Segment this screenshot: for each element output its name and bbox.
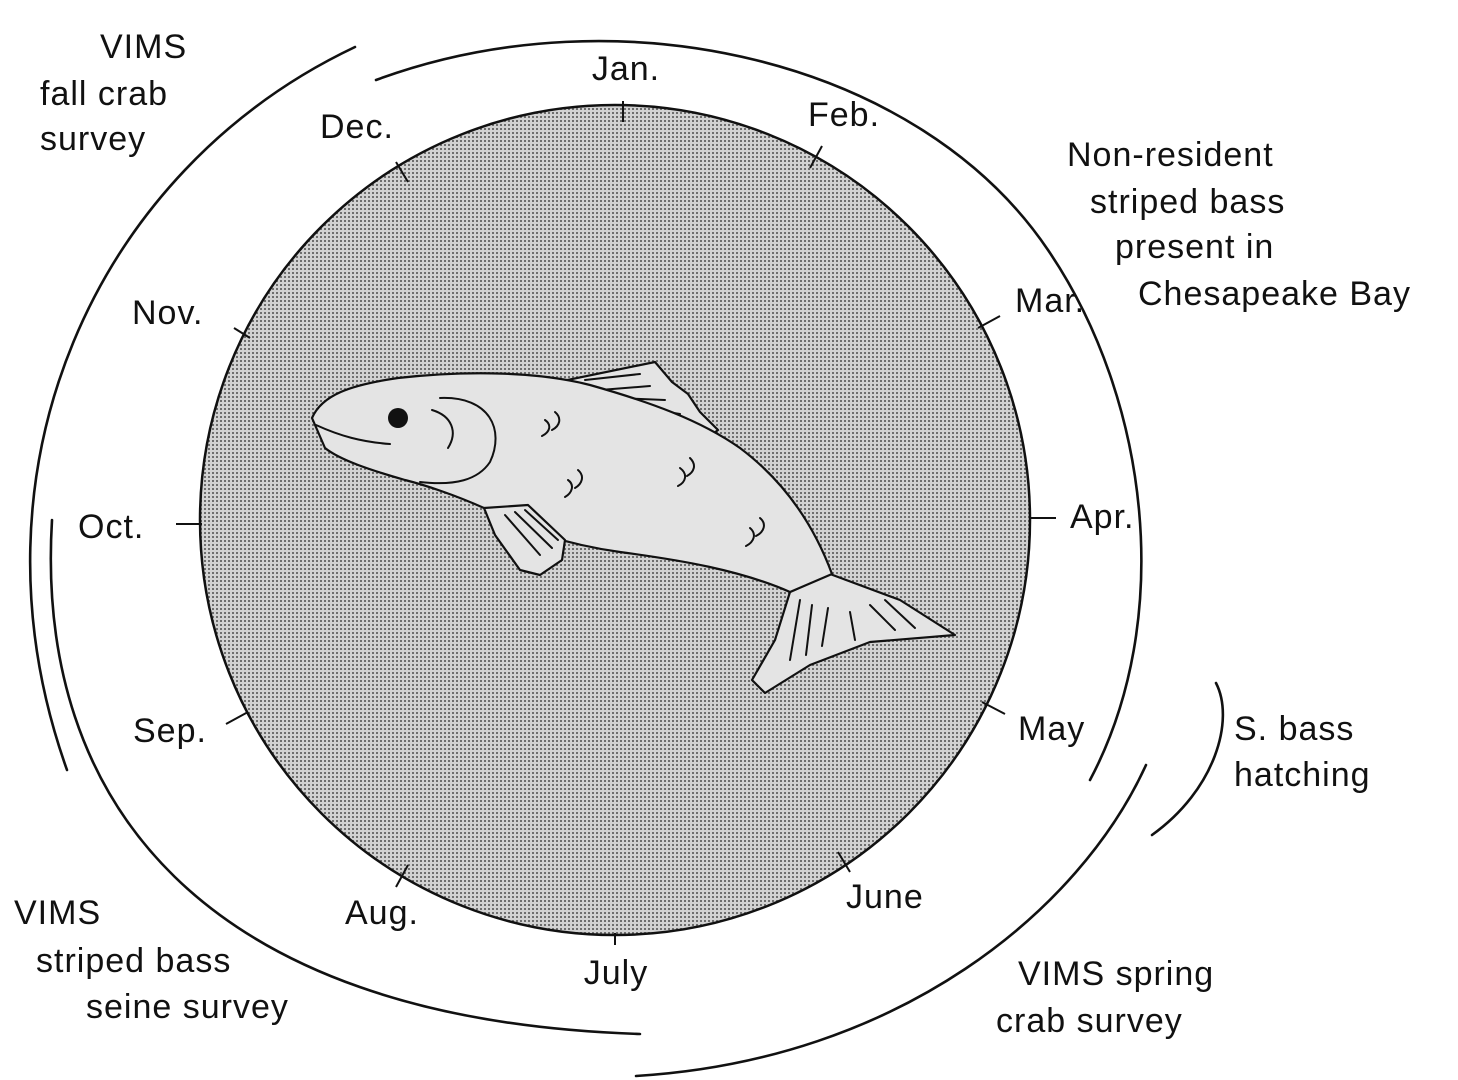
non-resident-line-1: Non-resident <box>1067 136 1274 174</box>
month-label-jan: Jan. <box>592 50 660 88</box>
month-label-aug: Aug. <box>345 894 419 932</box>
tick-mar <box>978 316 1000 328</box>
hatching-line-2: hatching <box>1234 756 1371 794</box>
month-label-july: July <box>584 954 648 992</box>
month-label-dec: Dec. <box>320 108 394 146</box>
seine-line-1: VIMS <box>14 894 101 932</box>
seine-survey-label: VIMS striped bass seine survey <box>14 894 289 1026</box>
month-label-oct: Oct. <box>78 508 144 546</box>
month-label-apr: Apr. <box>1070 498 1134 536</box>
fish-eye <box>388 408 408 428</box>
non-resident-line-3: present in <box>1115 228 1274 266</box>
hatching-line-1: S. bass <box>1234 710 1354 748</box>
non-resident-line-2: striped bass <box>1090 183 1285 221</box>
seine-line-2: striped bass <box>36 942 231 980</box>
fall-crab-line-2: fall crab <box>40 75 168 113</box>
non-resident-striped-bass-label: Non-resident striped bass present in Che… <box>1067 136 1411 313</box>
arc-hatching <box>1152 683 1223 835</box>
seine-line-3: seine survey <box>86 988 289 1026</box>
fall-crab-survey-label: VIMS fall crab survey <box>40 28 198 158</box>
non-resident-line-4: Chesapeake Bay <box>1138 275 1411 313</box>
spring-crab-line-2: crab survey <box>996 1002 1183 1040</box>
month-label-may: May <box>1018 710 1085 748</box>
fall-crab-line-3: survey <box>40 120 146 158</box>
month-label-mar: Mar. <box>1015 282 1085 320</box>
bass-hatching-label: S. bass hatching <box>1234 710 1371 794</box>
month-label-june: June <box>846 878 924 916</box>
tick-sep <box>226 712 248 724</box>
fall-crab-line-1: VIMS <box>100 28 187 66</box>
month-label-nov: Nov. <box>132 294 203 332</box>
spring-crab-line-1: VIMS spring <box>1018 955 1214 993</box>
month-label-sep: Sep. <box>133 712 207 750</box>
spring-crab-survey-label: VIMS spring crab survey <box>996 955 1225 1040</box>
